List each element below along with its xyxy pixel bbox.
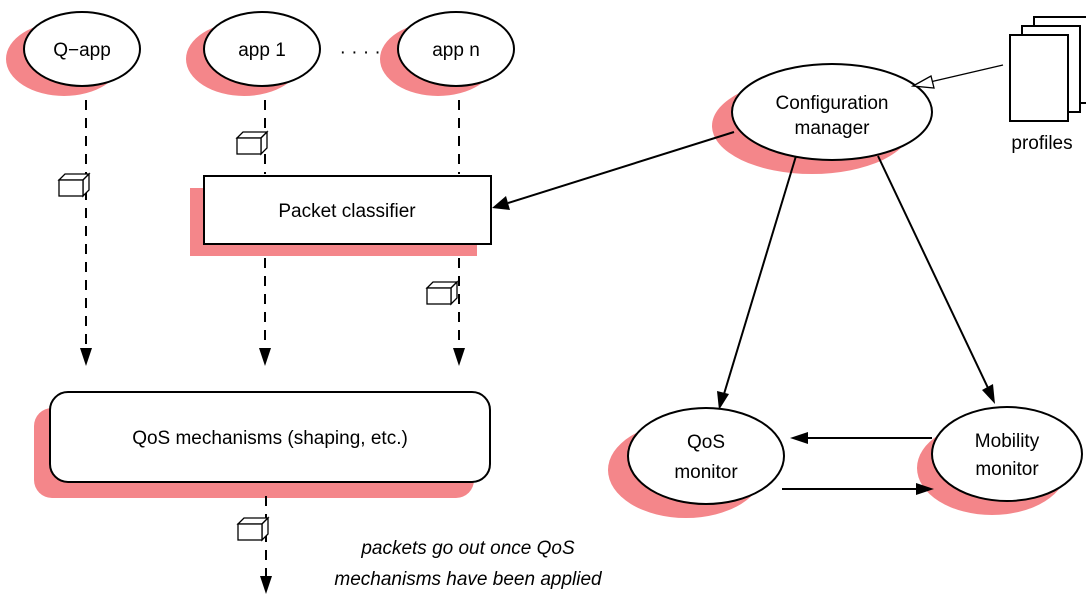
qos-monitor-node: QoS monitor: [608, 407, 785, 518]
app-n-node: app n: [380, 11, 515, 96]
config-to-mobility-monitor-arrow: [877, 155, 995, 404]
config-manager-label-line2: manager: [795, 118, 871, 139]
mobility-monitor-node: Mobility monitor: [917, 406, 1083, 515]
classifier-to-mechanisms-flow-1: [259, 258, 271, 366]
config-to-qos-monitor-arrow: [717, 155, 797, 410]
packet-classifier-label: Packet classifier: [278, 201, 416, 222]
profiles-label: profiles: [1011, 133, 1072, 154]
config-to-classifier-arrow: [492, 131, 735, 210]
qos-to-mobility-monitor-arrow: [782, 483, 934, 495]
profiles-stack-icon: [1009, 16, 1086, 122]
packet-icon-classified: [426, 281, 458, 305]
profiles-to-config-arrow: [910, 64, 1004, 89]
app-1-node: app 1: [186, 11, 321, 96]
output-flow-arrow: [260, 496, 272, 594]
packet-icon-app-1: [236, 131, 268, 155]
annotation-line2: mechanisms have been applied: [334, 569, 603, 590]
mobility-monitor-label-line1: Mobility: [975, 431, 1040, 452]
packet-icon-q-app: [58, 173, 90, 197]
mobility-monitor-label-line2: monitor: [975, 459, 1039, 480]
qos-monitor-label-line1: QoS: [687, 432, 725, 453]
configuration-manager-node: Configuration manager: [712, 63, 933, 174]
config-manager-label-line1: Configuration: [775, 93, 888, 114]
q-app-node: Q−app: [6, 11, 141, 96]
packet-icon-output: [237, 517, 269, 541]
qos-monitor-label-line2: monitor: [674, 462, 738, 483]
classifier-to-mechanisms-flow-2: [453, 258, 465, 366]
app-1-label: app 1: [238, 40, 286, 61]
q-app-flow-arrow: [80, 100, 92, 366]
app-n-label: app n: [432, 40, 480, 61]
ellipsis-dots: · · · · ·: [340, 42, 393, 63]
qos-mechanisms-label: QoS mechanisms (shaping, etc.): [132, 428, 408, 449]
mobility-to-qos-monitor-arrow: [790, 432, 932, 444]
qos-mechanisms-box: QoS mechanisms (shaping, etc.): [34, 391, 491, 498]
annotation-line1: packets go out once QoS: [360, 538, 575, 559]
packet-classifier-box: Packet classifier: [190, 175, 492, 256]
q-app-label: Q−app: [53, 40, 111, 61]
